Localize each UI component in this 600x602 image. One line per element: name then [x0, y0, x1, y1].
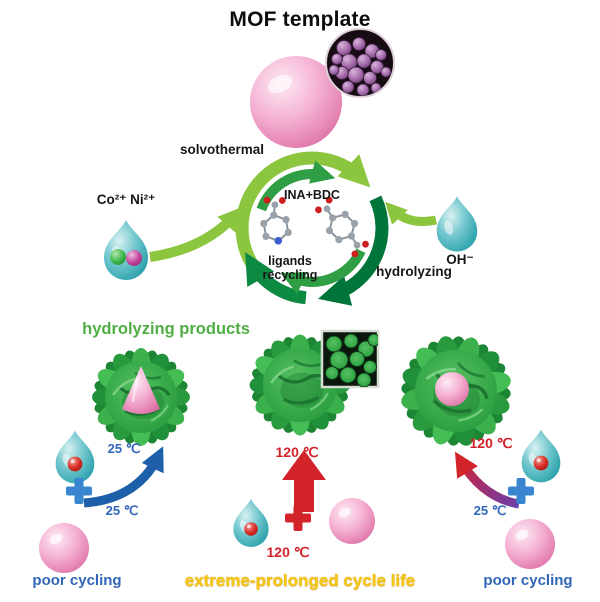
ina-molecule [260, 196, 292, 245]
recycle-arrows [149, 151, 437, 306]
temp-label-120c-middle-bottom: 120 ℃ [266, 544, 310, 560]
red-sphere-right [533, 455, 549, 471]
pink-sphere-middle [329, 498, 375, 544]
arrow-recycle-bottom [245, 252, 307, 305]
arrow-hydroxide-feed [385, 201, 437, 226]
arrow-metal-feed [149, 206, 243, 262]
red-sphere-left [67, 456, 83, 472]
pink-sphere-left [39, 523, 89, 573]
arrow-solvothermal [235, 151, 371, 267]
solvothermal-label: solvothermal [179, 142, 265, 157]
diagram-title: MOF template [229, 8, 371, 31]
nickel-ion-sphere [126, 250, 142, 266]
temp-label-25c-left-bottom: 25 ℃ [105, 503, 139, 518]
pink-sphere-right [505, 519, 555, 569]
bdc-molecule [315, 196, 369, 258]
pink-core-sphere [435, 372, 469, 406]
products-inset-photo [320, 329, 380, 389]
mof-inset-photo [325, 28, 395, 98]
caption-extreme-prolonged-cycle-life: extreme-prolonged cycle life [184, 571, 416, 590]
red-sphere-middle [244, 522, 258, 536]
temp-label-25c-right: 25 ℃ [473, 503, 507, 518]
ligands-recycling-label: ligands recycling [262, 254, 318, 282]
cobalt-ion-sphere [110, 249, 126, 265]
arrow-120c-right [454, 451, 520, 509]
caption-poor-cycling-right: poor cycling [483, 572, 573, 589]
arrow-hydrolyzing [318, 195, 389, 306]
metal-droplet-icon [104, 220, 148, 280]
metal-ions-label: Co²⁺ Ni²⁺ [96, 192, 156, 207]
temp-label-120c-middle-top: 120 ℃ [275, 444, 319, 460]
pink-core-cone [122, 366, 160, 414]
hydrolyzing-products-label: hydrolyzing products [82, 320, 250, 338]
arrow-120c-up [282, 450, 326, 512]
temp-label-25c-left-top: 25 ℃ [107, 441, 141, 456]
temp-label-120c-right: 120 ℃ [469, 435, 513, 451]
hydroxide-droplet-icon [436, 196, 478, 252]
hydroxide-label: OH⁻ [446, 252, 474, 267]
mof-template-sphere [250, 56, 342, 148]
ina-bdc-label: INA+BDC [284, 188, 340, 202]
arrow-inner-bottom [280, 248, 366, 294]
hydrolyzing-label: hydrolyzing [376, 264, 452, 279]
caption-poor-cycling-left: poor cycling [32, 572, 122, 589]
arrow-25c-left [83, 446, 164, 508]
